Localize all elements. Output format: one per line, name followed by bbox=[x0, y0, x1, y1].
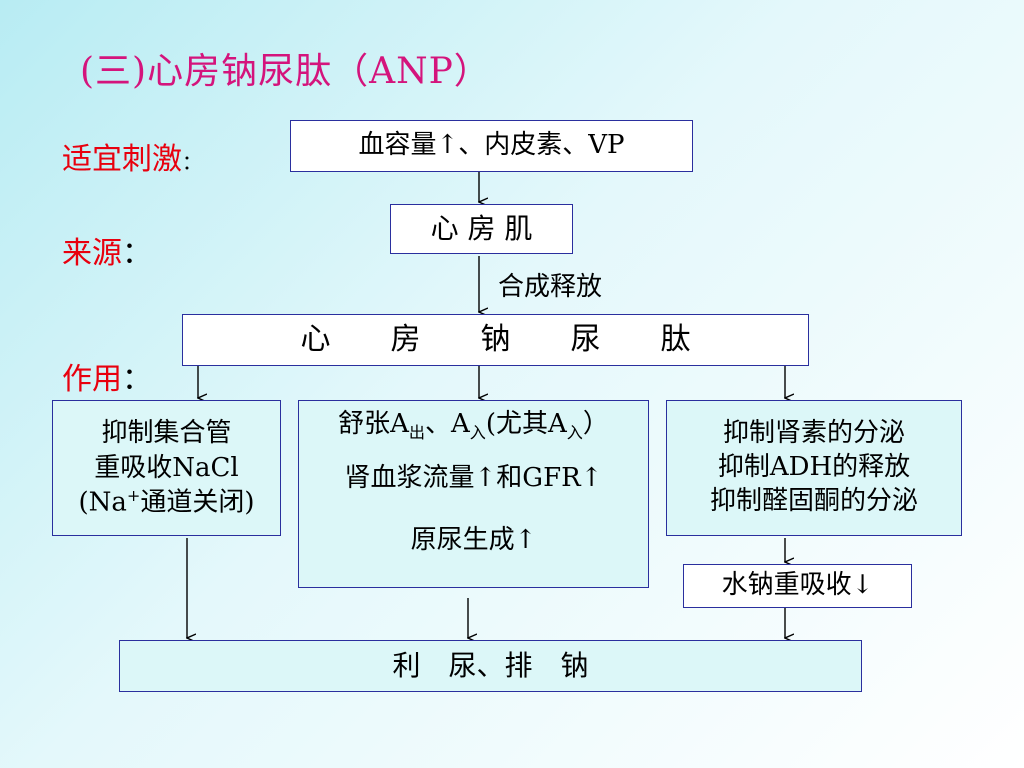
effect-middle-text-a: 舒张A bbox=[338, 409, 409, 439]
effect-middle-line-2: 肾血浆流量↑和GFR↑ bbox=[344, 463, 603, 493]
label-stimulus-colon: ： bbox=[182, 150, 202, 174]
result-box: 利 尿、排 钠 bbox=[119, 640, 862, 692]
source-box-text: 心 房 肌 bbox=[430, 212, 533, 246]
effect-left-na: (Na bbox=[78, 487, 127, 518]
label-effect-colon: ： bbox=[122, 362, 152, 397]
effect-middle-sub-in: 入 bbox=[469, 423, 486, 443]
label-source-colon: ： bbox=[122, 236, 152, 271]
effect-left-plus: + bbox=[126, 485, 141, 505]
effect-right-line-3: 抑制醛固酮的分泌 bbox=[709, 485, 918, 516]
effect-middle-sub-in-2: 入 bbox=[566, 423, 583, 443]
effect-middle-line-1: 舒张A出、A入(尤其A入） bbox=[338, 411, 609, 465]
effect-right-line-2: 抑制ADH的释放 bbox=[717, 452, 911, 483]
slide-title: (三)心房钠尿肽（ANP） bbox=[80, 51, 491, 92]
anp-box-text: 心 房 钠 尿 肽 bbox=[300, 321, 691, 357]
effect-left-line-3: (Na+通道关闭) bbox=[78, 485, 254, 520]
label-stimulus: 适宜刺激： bbox=[62, 134, 202, 178]
result-box-text: 利 尿、排 钠 bbox=[392, 649, 589, 683]
label-effect: 作用： bbox=[62, 354, 152, 398]
effect-middle-text-c: (尤其A bbox=[485, 409, 567, 439]
effect-middle-text-b: 、A bbox=[424, 409, 470, 439]
label-source: 来源： bbox=[62, 228, 152, 272]
source-box: 心 房 肌 bbox=[390, 204, 573, 254]
sodium-reabsorption-text: 水钠重吸收↓ bbox=[721, 570, 874, 601]
sodium-reabsorption-box: 水钠重吸收↓ bbox=[683, 564, 912, 608]
effect-box-collecting-duct: 抑制集合管 重吸收NaCl (Na+通道关闭) bbox=[52, 400, 281, 536]
effect-box-renal-flow: 舒张A出、A入(尤其A入） 肾血浆流量↑和GFR↑ 原尿生成↑ bbox=[298, 400, 649, 588]
effect-left-line-2: 重吸收NaCl bbox=[94, 452, 239, 483]
effect-box-hormone-inhibition: 抑制肾素的分泌 抑制ADH的释放 抑制醛固酮的分泌 bbox=[666, 400, 962, 536]
label-source-text: 来源 bbox=[62, 236, 122, 271]
stimulus-box: 血容量↑、内皮素、VP bbox=[290, 120, 693, 172]
arrow-label-synthesis: 合成释放 bbox=[498, 272, 603, 302]
effect-left-channel: 通道关闭) bbox=[140, 487, 255, 518]
effect-left-line-1: 抑制集合管 bbox=[101, 418, 232, 449]
label-stimulus-text: 适宜刺激 bbox=[62, 142, 182, 177]
effect-middle-text-d: ） bbox=[582, 409, 609, 439]
effect-right-line-1: 抑制肾素的分泌 bbox=[722, 418, 905, 449]
label-effect-text: 作用 bbox=[62, 362, 122, 397]
stimulus-box-text: 血容量↑、内皮素、VP bbox=[358, 130, 625, 161]
effect-middle-line-3: 原尿生成↑ bbox=[410, 525, 537, 555]
anp-box: 心 房 钠 尿 肽 bbox=[182, 314, 809, 366]
effect-middle-sub-out: 出 bbox=[408, 423, 425, 443]
